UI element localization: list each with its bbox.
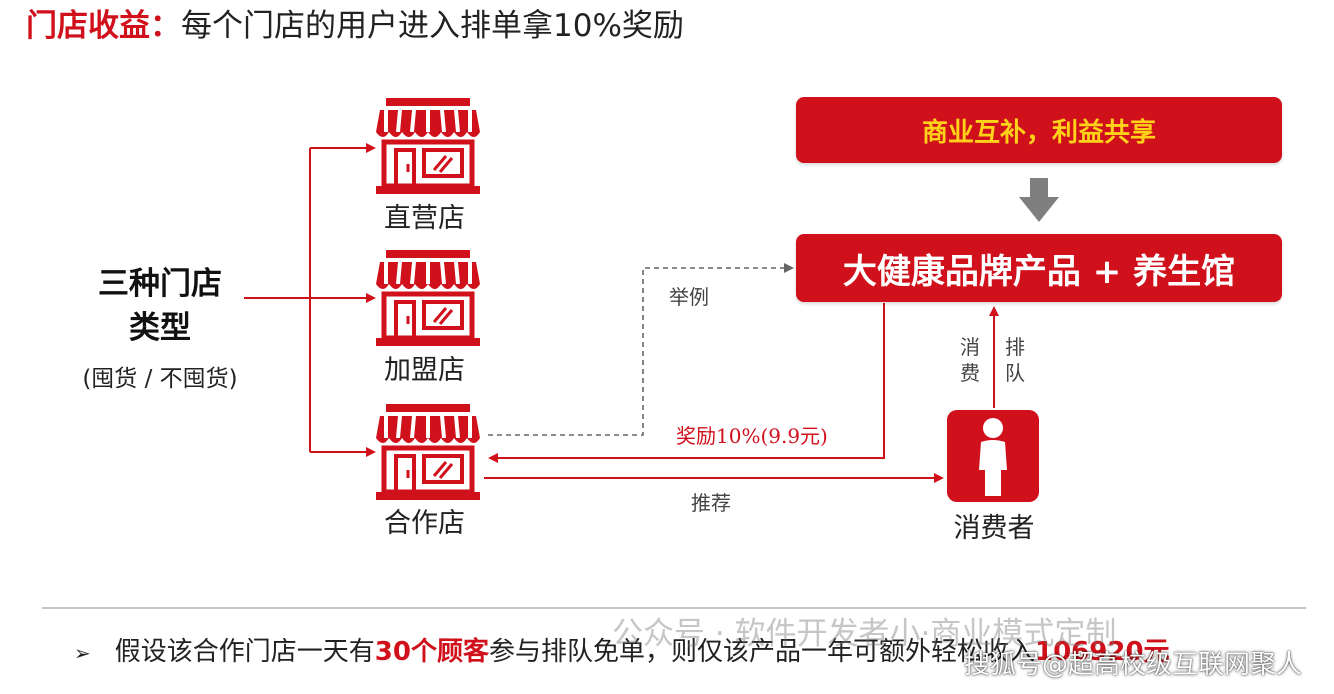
consume-label: 消费	[960, 335, 980, 385]
bottom-divider	[42, 607, 1306, 609]
bottom-highlight-customers: 30个顾客	[374, 637, 489, 667]
consumer-label: 消费者	[953, 513, 1035, 544]
queue-label: 排队	[1005, 335, 1025, 385]
page-title: 门店收益：每个门店的用户进入排单拿10%奖励	[26, 6, 684, 46]
store-label-franchise: 加盟店	[384, 355, 465, 386]
brand-box: 大健康品牌产品 + 养生馆	[796, 234, 1282, 302]
partner-store-icon	[376, 404, 480, 500]
store-types-heading-line1: 三种门店	[98, 266, 222, 302]
reward-arrow	[488, 303, 885, 463]
store-types-heading-line2: 类型	[129, 310, 191, 346]
direct-store-icon	[376, 98, 480, 194]
title-text: 每个门店的用户进入排单拿10%奖励	[181, 8, 684, 44]
store-label-direct: 直营店	[384, 203, 465, 234]
watermark-wechat: 公众号 · 软件开发者小·商业模式定制	[612, 616, 1117, 652]
bottom-summary: ➢ 假设该合作门店一天有30个顾客参与排队免单，则仅该产品一年可额外轻松收入106…	[74, 632, 1170, 673]
consumer-icon	[947, 410, 1039, 502]
person-icon	[979, 418, 1007, 496]
store-label-partner: 合作店	[384, 508, 465, 539]
down-arrow-icon	[1019, 178, 1059, 222]
example-label: 举例	[669, 285, 709, 309]
bottom-text-before: 假设该合作门店一天有	[114, 637, 375, 667]
title-prefix: 门店收益：	[26, 8, 181, 44]
bullet-icon: ➢	[74, 641, 91, 665]
recommend-label: 推荐	[691, 491, 731, 515]
store-types-heading: 三种门店 类型	[74, 262, 246, 350]
slogan-box: 商业互补，利益共享	[796, 97, 1282, 163]
watermark-sohu: 搜狐号@超高校级互联网聚人	[964, 650, 1303, 680]
example-dashed-arrow	[488, 263, 794, 436]
bottom-text-mid: 参与排队免单，则仅该产品一年可额外轻松收入	[488, 637, 1035, 667]
store-types-note: (囤货 / 不囤货)	[82, 366, 238, 392]
bottom-highlight-income: 106920元	[1034, 637, 1170, 667]
reward-label: 奖励10%(9.9元)	[676, 424, 828, 448]
franchise-store-icon	[376, 250, 480, 346]
store-branch-lines	[244, 143, 376, 457]
